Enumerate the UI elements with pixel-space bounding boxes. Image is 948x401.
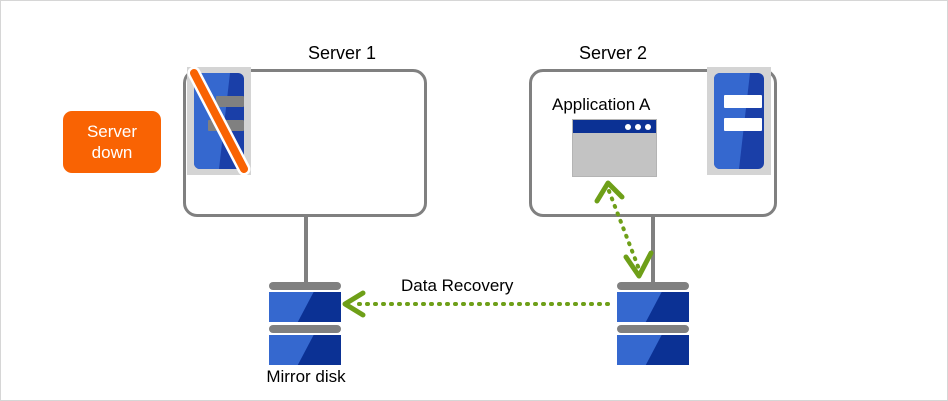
server-icon-disabled-body (194, 73, 244, 169)
server-icon-disabled-bar-2 (208, 120, 244, 131)
mirror-disk-right-icon (617, 282, 689, 368)
server-icon-active (707, 67, 771, 175)
disk-block-3 (617, 292, 689, 322)
server-2-title: Server 2 (579, 43, 648, 63)
disk-plate-1 (269, 282, 341, 290)
server-2-disk-connector (651, 217, 655, 285)
application-window-dot-2 (635, 123, 641, 130)
data-recovery-arrow (342, 290, 617, 318)
disk-block-1 (269, 292, 341, 322)
server-icon-disabled-bar-1 (216, 96, 244, 107)
server-icon-disabled (187, 66, 251, 176)
application-window-dot-1 (625, 123, 631, 130)
server-1-disk-connector (304, 217, 308, 285)
application-window-dot-3 (645, 123, 651, 130)
disk-block-2 (269, 335, 341, 365)
app-disk-sync-arrowhead-down (623, 250, 654, 279)
server-icon-active-bar-1 (724, 95, 762, 108)
disk-plate-3 (617, 282, 689, 290)
disk-block-4 (617, 335, 689, 365)
app-disk-sync-arrowhead-up (594, 180, 625, 204)
app-disk-sync-arrow (594, 180, 654, 279)
application-window-icon (572, 119, 657, 177)
application-a-label: Application A (552, 95, 651, 114)
mirror-disk-left-icon (269, 282, 341, 368)
server-down-badge: Server down (63, 111, 161, 173)
disk-plate-4 (617, 325, 689, 333)
server-icon-active-bar-2 (724, 118, 762, 131)
server-1-title: Server 1 (308, 43, 377, 63)
server-down-badge-line1: Server (86, 122, 138, 141)
server-icon-active-body (714, 73, 764, 169)
data-recovery-arrowhead (342, 290, 366, 318)
application-window-titlebar (573, 120, 656, 133)
server-down-badge-line2: down (91, 143, 133, 162)
data-recovery-label: Data Recovery (401, 276, 514, 295)
disk-plate-2 (269, 325, 341, 333)
mirror-disk-label: Mirror disk (266, 367, 346, 386)
